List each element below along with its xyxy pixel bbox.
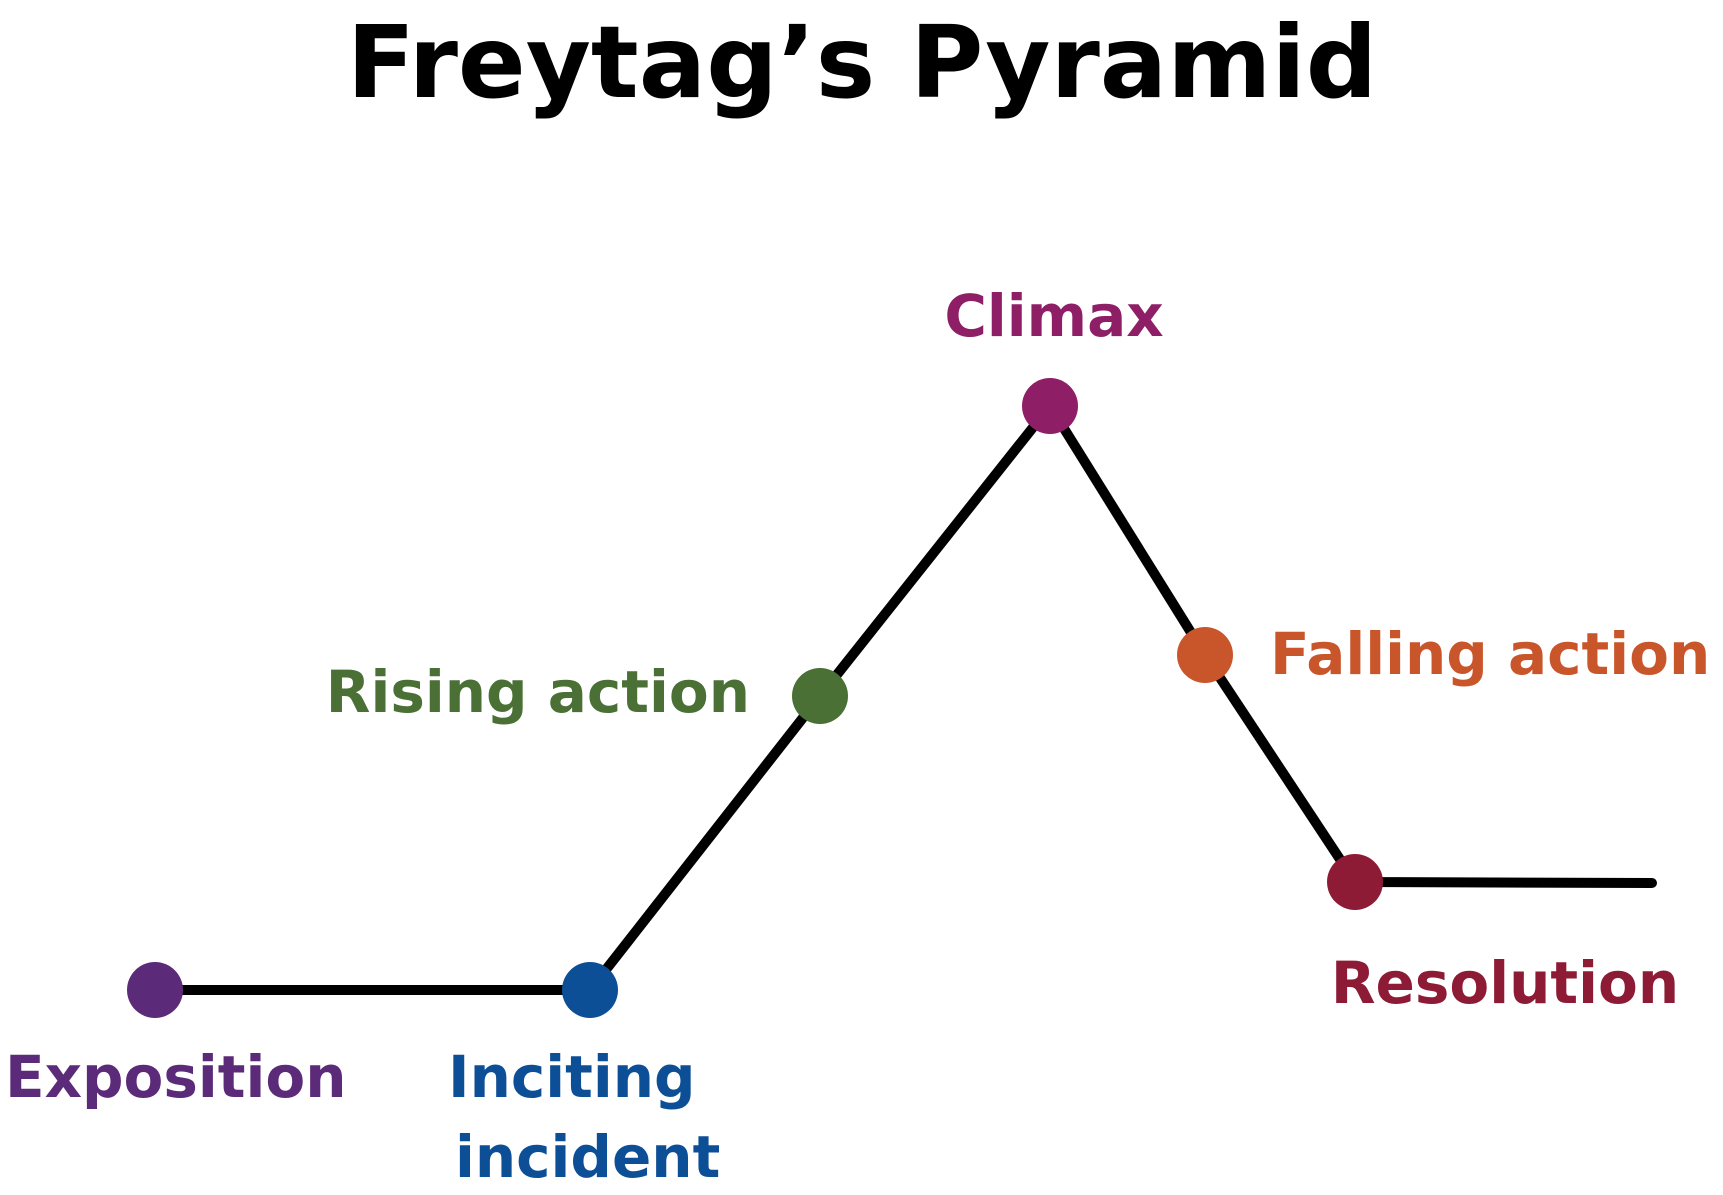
stage-markers bbox=[127, 378, 1383, 1018]
inciting-incident-label-line-1: Inciting bbox=[448, 1043, 696, 1111]
resolution-label: Resolution bbox=[1331, 949, 1679, 1017]
resolution-marker bbox=[1327, 854, 1383, 910]
exposition-label: Exposition bbox=[5, 1043, 347, 1111]
inciting-incident-label: Inciting incident bbox=[448, 1043, 720, 1191]
inciting-incident-marker bbox=[562, 962, 618, 1018]
exposition-marker bbox=[127, 962, 183, 1018]
climax-label: Climax bbox=[944, 282, 1163, 350]
rising-action-label: Rising action bbox=[326, 658, 750, 726]
falling-action-marker bbox=[1177, 627, 1233, 683]
stage-labels: Exposition Inciting incident Rising acti… bbox=[5, 282, 1710, 1191]
climax-marker bbox=[1022, 378, 1078, 434]
diagram-title: Freytag’s Pyramid bbox=[347, 4, 1378, 121]
inciting-incident-label-line-2: incident bbox=[455, 1123, 720, 1191]
rising-action-marker bbox=[792, 668, 848, 724]
falling-action-label: Falling action bbox=[1270, 620, 1710, 688]
